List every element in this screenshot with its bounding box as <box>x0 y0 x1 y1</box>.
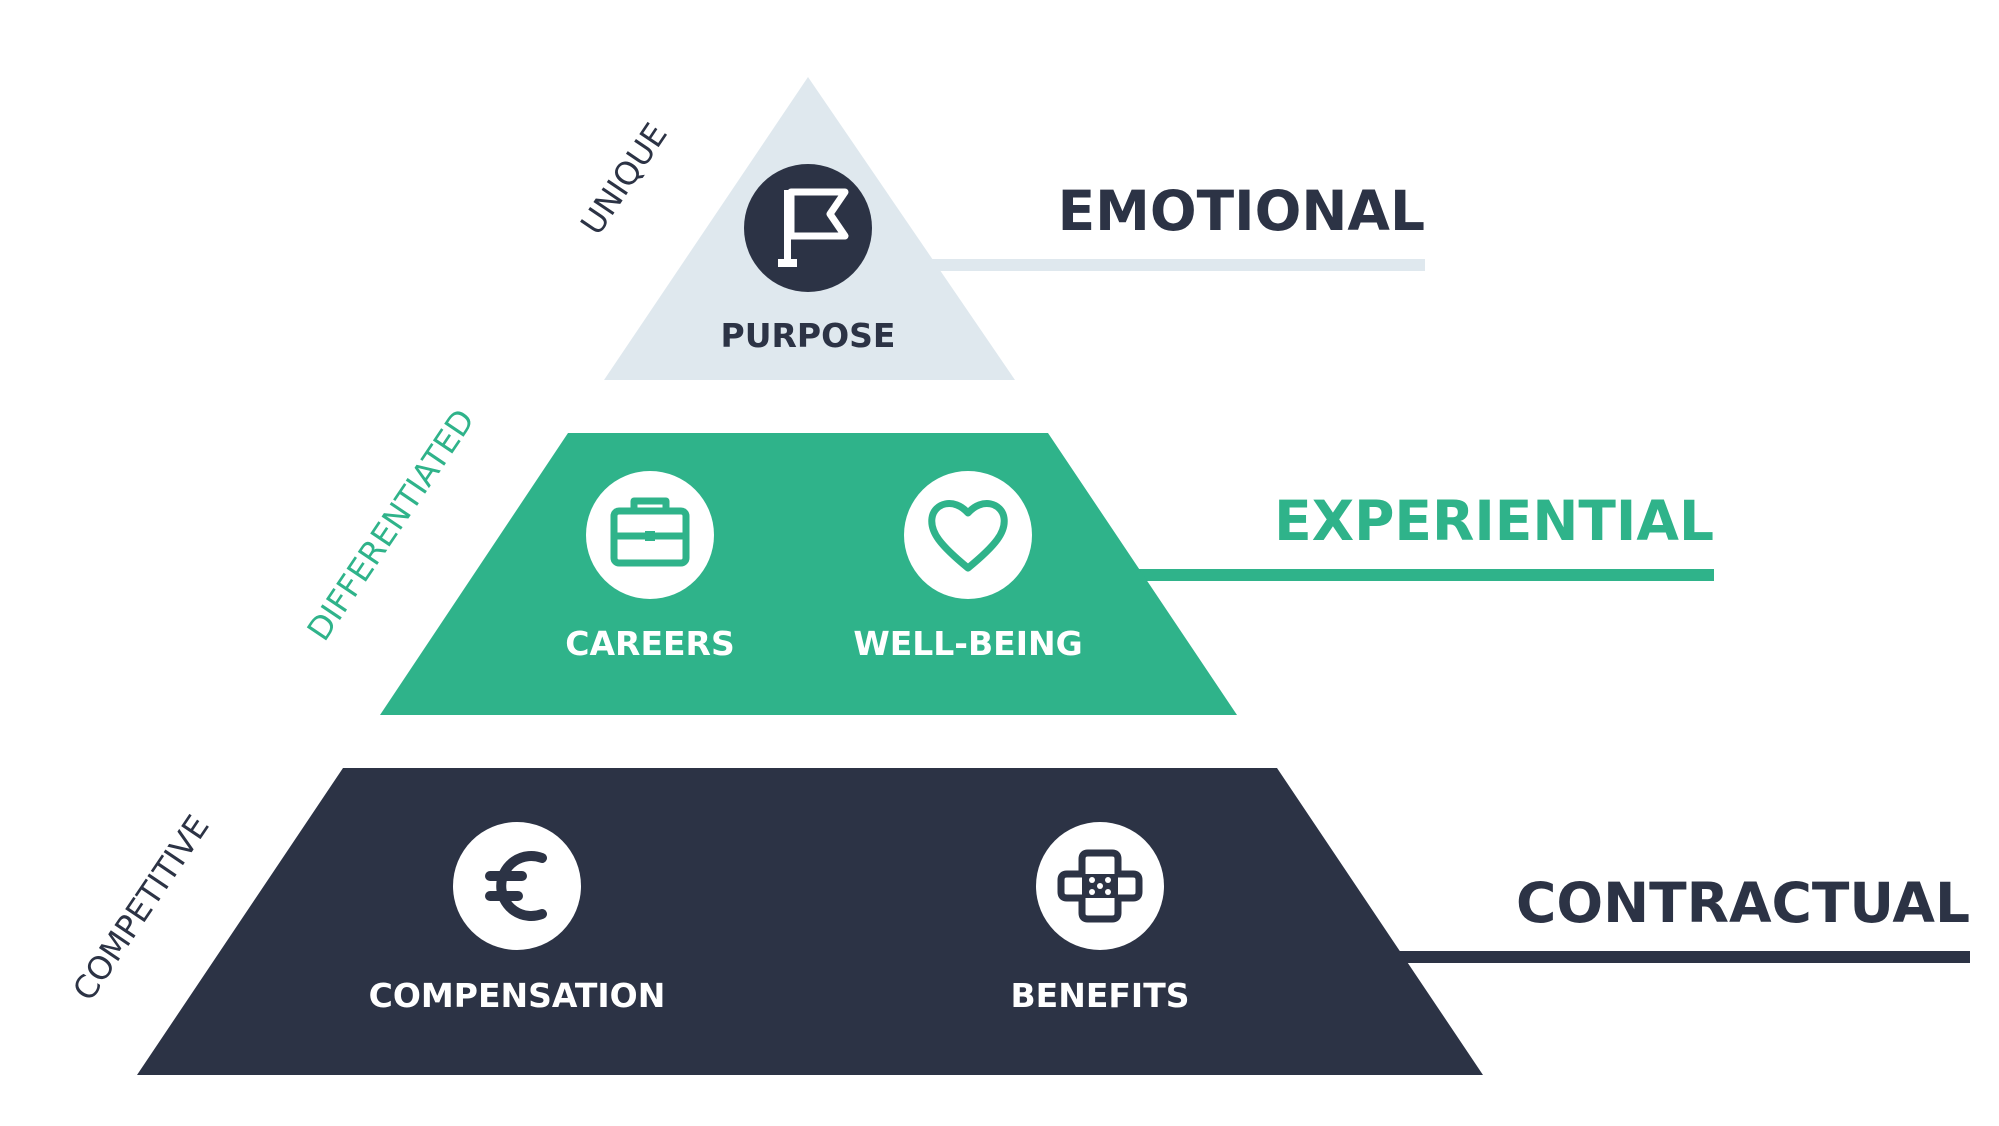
benefits-item: BENEFITS <box>1011 822 1190 1015</box>
careers-label: CAREERS <box>565 624 734 663</box>
tier-bottom-title: CONTRACTUAL <box>1516 871 1970 935</box>
compensation-item: COMPENSATION <box>369 822 666 1015</box>
compensation-icon-circle <box>453 822 581 950</box>
tier-top: EMOTIONAL UNIQUE PURPOSE <box>573 77 1425 380</box>
bandage-icon <box>1057 849 1143 923</box>
tier-top-title: EMOTIONAL <box>1058 179 1425 243</box>
careers-item: CAREERS <box>565 471 735 663</box>
tier-middle-title: EXPERIENTIAL <box>1274 489 1714 553</box>
purpose-icon-circle <box>744 164 872 292</box>
well-being-item: WELL-BEING <box>853 471 1083 663</box>
well-being-label: WELL-BEING <box>853 624 1082 663</box>
tier-bottom-shape <box>137 768 1483 1075</box>
purpose-item: PURPOSE <box>721 164 896 355</box>
tier-bottom-side-label: COMPETITIVE <box>65 808 217 1007</box>
tier-middle: EXPERIENTIAL DIFFERENTIATED CAREERS WELL… <box>300 402 1714 715</box>
euro-icon <box>485 851 547 921</box>
tier-top-side-label: UNIQUE <box>573 116 675 241</box>
tier-middle-shape <box>380 433 1237 715</box>
flag-icon <box>778 188 849 267</box>
purpose-label: PURPOSE <box>721 316 896 355</box>
briefcase-icon <box>610 497 690 567</box>
compensation-label: COMPENSATION <box>369 976 666 1015</box>
well-being-icon-circle <box>904 471 1032 599</box>
tier-bottom: CONTRACTUAL COMPETITIVE COMPENSATION <box>65 768 1970 1075</box>
heart-icon <box>928 500 1008 572</box>
benefits-label: BENEFITS <box>1011 976 1190 1015</box>
